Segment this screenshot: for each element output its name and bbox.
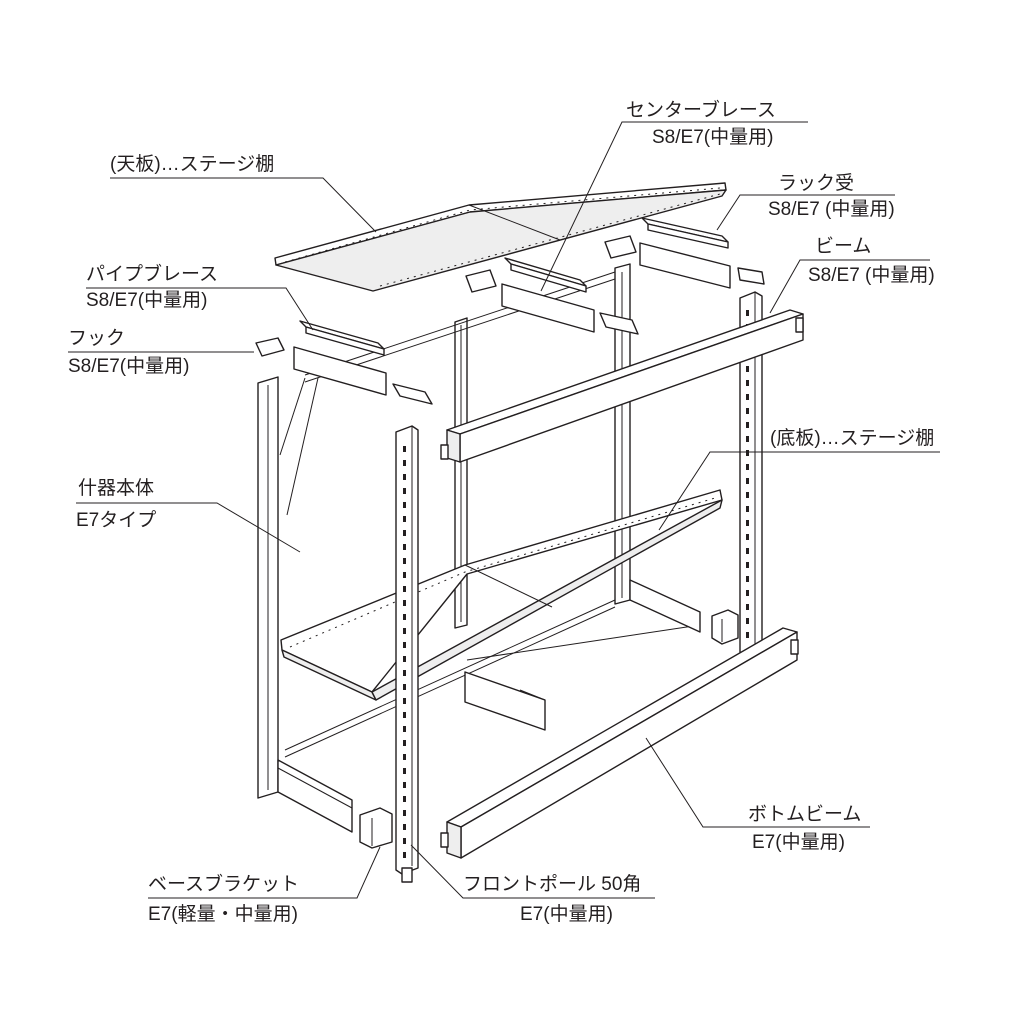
label-bottom-beam: ボトムビーム E7(中量用)	[748, 803, 861, 853]
label-bottom-shelf: (底板)…ステージ棚	[770, 427, 934, 449]
svg-text:ベースブラケット: ベースブラケット	[148, 872, 299, 895]
slot-hole	[746, 618, 749, 624]
slot-hole	[403, 488, 406, 494]
svg-text:(天板)…ステージ棚: (天板)…ステージ棚	[110, 153, 274, 175]
slot-hole	[746, 632, 749, 638]
slot-hole	[403, 600, 406, 606]
slot-hole	[403, 852, 406, 858]
svg-text:S8/E7(中量用): S8/E7(中量用)	[652, 126, 773, 148]
slot-hole	[403, 474, 406, 480]
slot-hole	[403, 530, 406, 536]
svg-text:E7(中量用): E7(中量用)	[752, 831, 845, 853]
slot-hole	[746, 590, 749, 596]
svg-text:ラック受: ラック受	[778, 172, 854, 194]
label-base-bracket: ベースブラケット E7(軽量・中量用)	[148, 872, 299, 925]
svg-text:センターブレース: センターブレース	[626, 98, 776, 121]
svg-text:(底板)…ステージ棚: (底板)…ステージ棚	[770, 427, 934, 449]
slot-hole	[746, 520, 749, 526]
slot-hole	[746, 366, 749, 372]
slot-hole	[746, 422, 749, 428]
slot-hole	[403, 544, 406, 550]
slot-hole	[746, 492, 749, 498]
slot-hole	[403, 740, 406, 746]
label-front-pole: フロントポール 50角 E7(中量用)	[463, 873, 641, 925]
svg-text:S8/E7 (中量用): S8/E7 (中量用)	[768, 198, 895, 220]
center-brace-part	[293, 242, 731, 396]
slot-hole	[403, 712, 406, 718]
bottom-shelf-part	[280, 489, 723, 701]
svg-text:S8/E7 (中量用): S8/E7 (中量用)	[808, 264, 935, 286]
slot-hole	[746, 534, 749, 540]
slot-hole	[746, 450, 749, 456]
slot-hole	[746, 436, 749, 442]
slot-hole	[403, 670, 406, 676]
svg-text:E7(中量用): E7(中量用)	[520, 903, 613, 925]
slot-hole	[403, 572, 406, 578]
slot-hole	[403, 698, 406, 704]
leader-lines	[68, 121, 940, 899]
base-bracket-part	[359, 579, 739, 849]
slot-hole	[403, 684, 406, 690]
slot-hole	[746, 380, 749, 386]
slot-hole	[746, 562, 749, 568]
label-hook: フック S8/E7(中量用)	[68, 327, 189, 377]
slot-hole	[403, 656, 406, 662]
slot-hole	[746, 464, 749, 470]
slot-hole	[746, 576, 749, 582]
slot-hole	[403, 516, 406, 522]
slot-hole	[403, 824, 406, 830]
slot-hole	[746, 604, 749, 610]
label-center-brace: センターブレース S8/E7(中量用)	[626, 98, 776, 148]
slot-hole	[403, 768, 406, 774]
slot-hole	[403, 502, 406, 508]
svg-text:フロントポール 50角: フロントポール 50角	[463, 873, 641, 895]
left-side-frame-part	[257, 376, 353, 833]
svg-text:ボトムビーム: ボトムビーム	[748, 803, 861, 825]
slot-hole	[403, 558, 406, 564]
svg-text:パイプブレース: パイプブレース	[86, 262, 218, 285]
svg-text:S8/E7(中量用): S8/E7(中量用)	[68, 355, 189, 377]
bottom-beam-part	[440, 627, 799, 859]
svg-text:什器本体: 什器本体	[78, 477, 154, 499]
slot-hole	[403, 628, 406, 634]
slot-hole	[403, 460, 406, 466]
slot-hole	[403, 838, 406, 844]
svg-text:S8/E7(中量用): S8/E7(中量用)	[86, 289, 207, 311]
top-shelf-part	[274, 182, 727, 292]
svg-text:E7(軽量・中量用): E7(軽量・中量用)	[148, 903, 298, 925]
slot-hole	[403, 754, 406, 760]
slot-hole	[746, 408, 749, 414]
label-fixture-body: 什器本体 E7タイプ	[76, 477, 156, 531]
pipe-brace-part	[299, 217, 729, 356]
slot-hole	[403, 726, 406, 732]
label-beam: ビーム S8/E7 (中量用)	[808, 235, 935, 286]
beam-part	[440, 309, 804, 463]
slot-hole	[403, 810, 406, 816]
slot-hole	[403, 446, 406, 452]
slot-hole	[746, 506, 749, 512]
slot-hole	[403, 782, 406, 788]
svg-text:フック: フック	[68, 327, 125, 349]
slot-hole	[403, 614, 406, 620]
slot-hole	[746, 310, 749, 316]
svg-text:ビーム: ビーム	[815, 235, 871, 257]
hook-part	[255, 235, 765, 405]
slot-hole	[403, 796, 406, 802]
slot-hole	[403, 642, 406, 648]
label-pipe-brace: パイプブレース S8/E7(中量用)	[86, 262, 218, 311]
slot-hole	[746, 394, 749, 400]
slot-hole	[746, 478, 749, 484]
slot-hole	[403, 586, 406, 592]
label-rack-support: ラック受 S8/E7 (中量用)	[768, 172, 895, 220]
front-pole-part	[395, 425, 419, 883]
svg-text:E7タイプ: E7タイプ	[76, 509, 156, 531]
slot-hole	[746, 548, 749, 554]
label-top-shelf: (天板)…ステージ棚	[110, 153, 274, 175]
